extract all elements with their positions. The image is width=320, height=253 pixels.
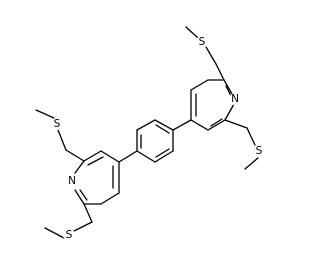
atom-label-bg (253, 145, 265, 157)
left-pyridine-ring (74, 150, 120, 205)
nitrogen-label-right: N (231, 93, 239, 105)
structure-canvas: S N S S N S (35, 26, 265, 241)
atom-label-bg (196, 36, 208, 48)
atom-label-bg (229, 93, 241, 105)
molecule-drawing: S N S S N S (35, 26, 265, 241)
sulfur-label-top-right: S (199, 36, 206, 48)
sulfur-label-left-upper: S (54, 118, 61, 130)
sulfur-label-bottom-left: S (66, 229, 73, 241)
atom-labels: S N S S N S (51, 36, 265, 241)
central-benzene-ring (118, 119, 192, 163)
atom-label-bg (63, 229, 75, 241)
sulfur-label-right-lower: S (256, 145, 263, 157)
atom-label-bg (66, 175, 78, 187)
nitrogen-label-left: N (68, 175, 76, 187)
right-pyridine-ring (190, 79, 235, 131)
right-methylthio-groups (185, 26, 259, 170)
atom-label-bg (51, 118, 63, 130)
left-methylthio-groups (35, 109, 93, 239)
